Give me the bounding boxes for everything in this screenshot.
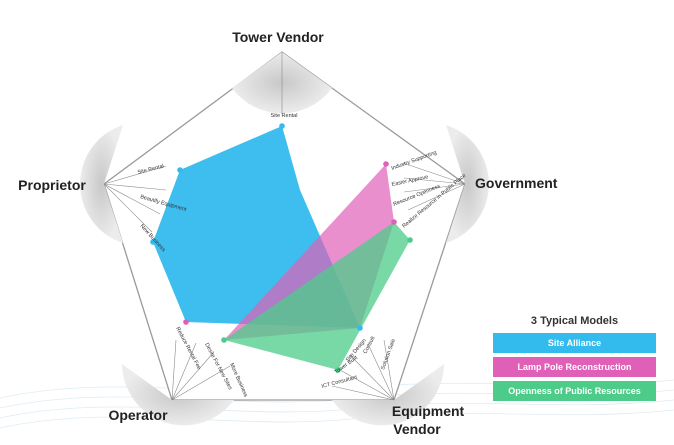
site-alliance-point <box>357 325 363 331</box>
sub-label-site-rental-top: Site Rental <box>271 113 298 119</box>
lamp-pole-point <box>383 161 389 167</box>
sector-bottom-right <box>332 364 444 426</box>
vertex-sectors <box>80 52 489 426</box>
site-alliance-point <box>177 167 183 173</box>
vertex-label-tower-vendor: Tower Vendor <box>232 29 324 45</box>
lamp-pole-point <box>391 219 397 225</box>
vertex-label-government: Government <box>475 175 558 191</box>
legend-title: 3 Typical Models <box>530 315 619 327</box>
model-polygon-public-resources <box>224 222 410 370</box>
legend: 3 Typical Models Site Alliance Lamp Pole… <box>493 315 656 405</box>
public-resources-point <box>335 367 341 373</box>
legend-item-lamp-pole: Lamp Pole Reconstruction <box>493 357 656 377</box>
site-alliance-point <box>279 123 285 129</box>
public-resources-point <box>407 237 413 243</box>
sector-left <box>80 125 123 243</box>
sector-right <box>446 125 489 243</box>
site-alliance-point <box>150 239 156 245</box>
lamp-pole-point <box>183 319 189 325</box>
legend-item-site-alliance: Site Alliance <box>493 333 656 353</box>
vertex-label-equipment-line2: Vendor <box>393 421 441 437</box>
vertex-label-operator: Operator <box>108 407 168 423</box>
public-resources-point <box>221 337 227 343</box>
model-points <box>150 123 413 373</box>
sector-bottom-left <box>122 364 234 426</box>
legend-item-public-resources: Openness of Public Resources <box>493 381 656 401</box>
vertex-label-proprietor: Proprietor <box>18 177 86 193</box>
vertex-label-equipment-vendor: Equipment Vendor <box>392 403 468 437</box>
vertex-label-equipment-line1: Equipment <box>392 403 465 419</box>
sector-spokes <box>103 52 466 401</box>
